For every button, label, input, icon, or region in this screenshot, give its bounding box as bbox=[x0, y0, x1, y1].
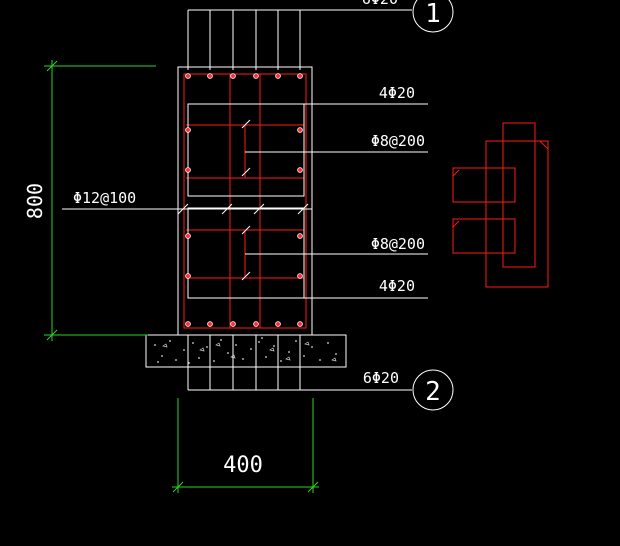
height-dimension bbox=[44, 60, 156, 341]
inner-tie-bars bbox=[186, 74, 304, 328]
wall-outline bbox=[177, 66, 313, 336]
callout-2: 2 bbox=[412, 369, 454, 411]
callout-2-number: 2 bbox=[425, 377, 441, 407]
inner-stirrup-outlines bbox=[187, 103, 305, 299]
label-top-rebar: 6Φ20 bbox=[362, 0, 398, 8]
callout-1-number: 1 bbox=[425, 0, 441, 29]
outer-stirrup bbox=[183, 73, 307, 329]
label-lower-long: 4Φ20 bbox=[379, 277, 415, 295]
top-projecting-bars bbox=[187, 9, 412, 70]
tie-ticks bbox=[177, 119, 309, 281]
bottom-projecting-bars bbox=[187, 335, 412, 391]
leader-lines bbox=[188, 103, 428, 299]
label-upper-long: 4Φ20 bbox=[379, 84, 415, 102]
width-dimension bbox=[172, 398, 319, 493]
label-distribution: Φ12@100 bbox=[73, 189, 136, 207]
label-lower-stirrup: Φ8@200 bbox=[371, 235, 425, 253]
concrete-base bbox=[145, 334, 347, 368]
tie-detail-sketch bbox=[452, 122, 549, 288]
dimension-height: 800 bbox=[23, 183, 47, 219]
rebar-dots bbox=[185, 73, 303, 327]
callout-1: 1 bbox=[412, 0, 454, 33]
label-bottom-rebar: 6Φ20 bbox=[363, 369, 399, 387]
dimension-width: 400 bbox=[223, 453, 263, 478]
label-upper-stirrup: Φ8@200 bbox=[371, 132, 425, 150]
